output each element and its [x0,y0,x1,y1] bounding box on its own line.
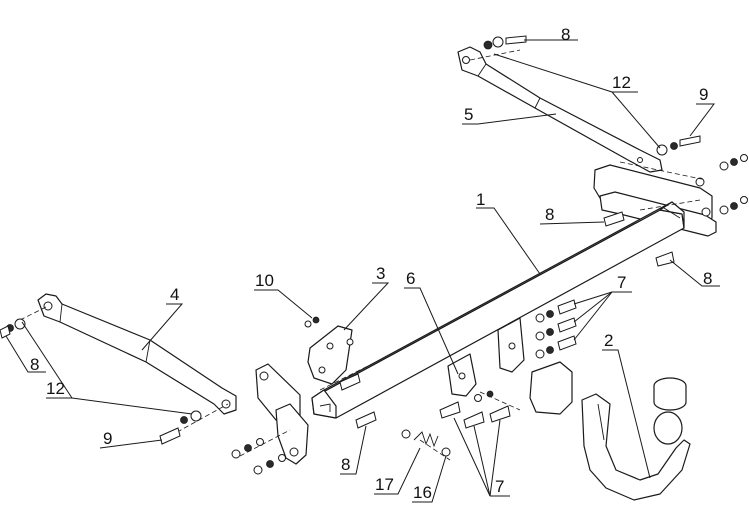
label-12-lower: 12 [46,379,65,398]
label-12-upper: 12 [612,73,631,92]
part-2-detachable-ball [529,361,691,501]
label-9-left: 9 [103,429,112,448]
label-4: 4 [170,285,179,304]
callout-7-upper: 7 [573,273,632,341]
label-7-upper: 7 [617,273,626,292]
callout-17: 17 [374,447,421,495]
label-1: 1 [476,190,485,209]
label-16: 16 [413,483,432,502]
part-6-ball-bracket [447,317,525,397]
callout-12-lower: 12 [21,321,193,415]
part-1-crossbar [311,201,685,419]
callout-8-bottom: 8 [340,425,367,475]
callout-8-top: 8 [524,25,578,44]
label-2: 2 [604,331,613,350]
callout-3: 3 [343,264,390,331]
label-8-top: 8 [561,25,570,44]
callout-9-left: 9 [99,429,163,449]
callout-6: 6 [404,269,459,375]
callout-16: 16 [412,455,447,503]
part-3-side-plate [307,325,354,385]
left-mounting-plate [255,363,309,465]
label-9-right: 9 [699,85,708,104]
callout-8-left: 8 [5,335,46,374]
callout-5: 5 [462,105,557,125]
callout-2: 2 [602,331,651,479]
callout-1: 1 [476,190,541,275]
label-8-mid: 8 [545,205,554,224]
callout-4: 4 [141,285,184,351]
label-7-lower: 7 [495,477,504,496]
part-5-right-bracket [457,46,663,173]
label-10: 10 [255,271,274,290]
callout-12-upper: 12 [493,53,661,149]
callout-7-lower: 7 [453,417,510,497]
callout-8-mid: 8 [539,205,605,225]
label-3: 3 [376,264,385,283]
part-4-left-bracket [37,293,237,415]
hardware [0,35,748,475]
label-8-bottom: 8 [341,455,350,474]
callout-8-right: 8 [669,259,720,288]
callout-9-right: 9 [689,85,715,137]
label-8-right: 8 [703,269,712,288]
label-17: 17 [375,475,394,494]
label-5: 5 [464,105,473,124]
label-8-left: 8 [30,355,39,374]
callout-10: 10 [254,271,313,319]
label-6: 6 [406,269,415,288]
